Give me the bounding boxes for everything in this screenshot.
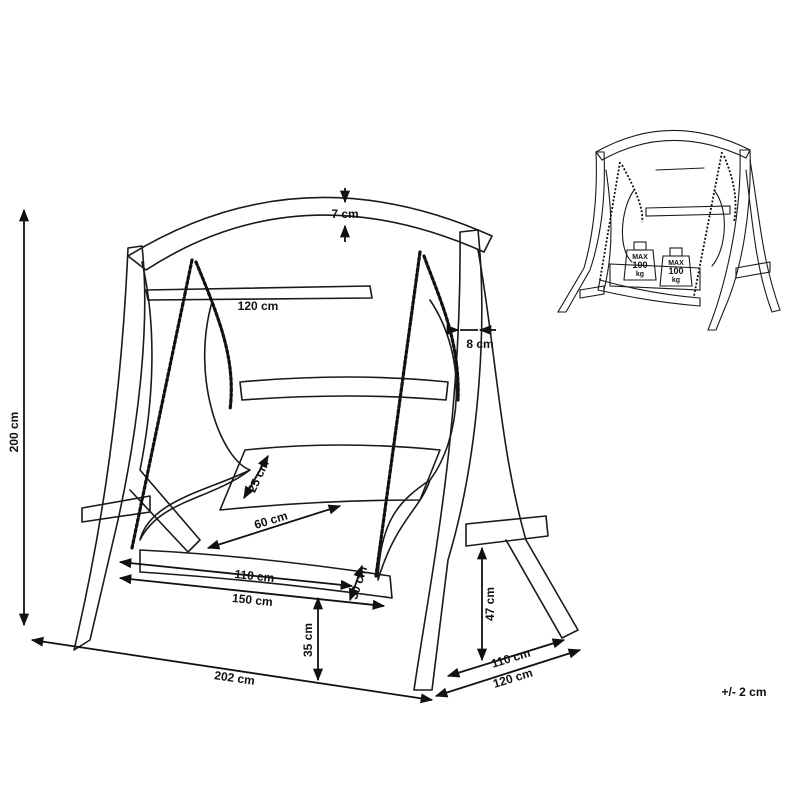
weight-badge-left: MAX 100 kg [623,241,657,281]
seat-inner-label: 110 cm [234,567,275,585]
weight-badge-right-max: MAX [668,260,684,267]
inset-chain-4 [723,155,737,223]
tolerance-label: +/- 2 cm [721,685,766,699]
total-width-dim-line [30,636,434,704]
right-front-chain [374,250,422,578]
seat-ground-label: 35 cm [301,623,315,657]
right-post [413,229,483,691]
total-width-label: 202 cm [213,668,255,688]
left-post [73,245,146,651]
weight-badge-left-max: MAX [632,254,648,261]
inset-seat-left [621,189,635,263]
seat-outer-dim-line [118,574,386,610]
seat-outer-label: 150 cm [231,591,273,609]
top-beam-label: 7 cm [331,207,358,221]
left-rear-chain [194,260,233,412]
weight-badge-right-value: 100 [668,266,683,276]
inset-right-rear-leg [745,159,781,313]
inset-right-post [707,149,751,331]
height-label: 200 cm [7,412,21,453]
inset-seat-base [609,263,701,291]
seat-hanging-bar [145,285,373,301]
weight-badge-right: MAX 100 kg [659,247,693,287]
top-arch-beam [127,196,493,271]
dimension-lines [18,188,582,704]
foot-height-label: 47 cm [483,587,497,621]
dimension-labels: 200 cm 7 cm 120 cm 8 cm 25 cm 60 cm 110 … [7,207,767,699]
seat-right-side [377,299,458,581]
back-height-dim-line [243,454,269,500]
inset-left-front-leg [603,169,612,291]
right-rear-leg [477,249,579,639]
inset-seat-right [711,189,725,267]
inset-right-cross-brace [735,261,771,279]
seat-width-top-label: 120 cm [238,299,279,313]
inset-chain-2 [621,164,644,223]
inset-chain-3 [693,151,723,297]
inset-seat-front [597,279,701,307]
seat-left-side [139,301,251,541]
post-width-label: 8 cm [466,337,493,351]
seat-backrest [239,376,449,401]
right-cross-brace [465,515,549,547]
back-height-label: 25 cm [245,458,272,495]
inset-top-bar [655,167,705,171]
left-cross-brace [81,495,151,523]
seat-depth-dim-line [206,504,342,550]
base-outer-dim-line [434,648,582,698]
inset-backrest [645,205,731,217]
left-front-chain [130,258,194,550]
weight-badge-left-unit: kg [636,271,644,278]
weight-badge-left-value: 100 [632,260,647,270]
main-swing-drawing [73,196,579,691]
weight-badge-right-unit: kg [672,277,680,284]
inset-swing-drawing [557,129,781,331]
inset-top-arch [595,129,751,161]
inset-left-cross-brace [579,285,605,299]
inset-left-post [557,151,605,313]
inset-chain-1 [599,161,621,281]
right-rear-chain [422,254,460,402]
